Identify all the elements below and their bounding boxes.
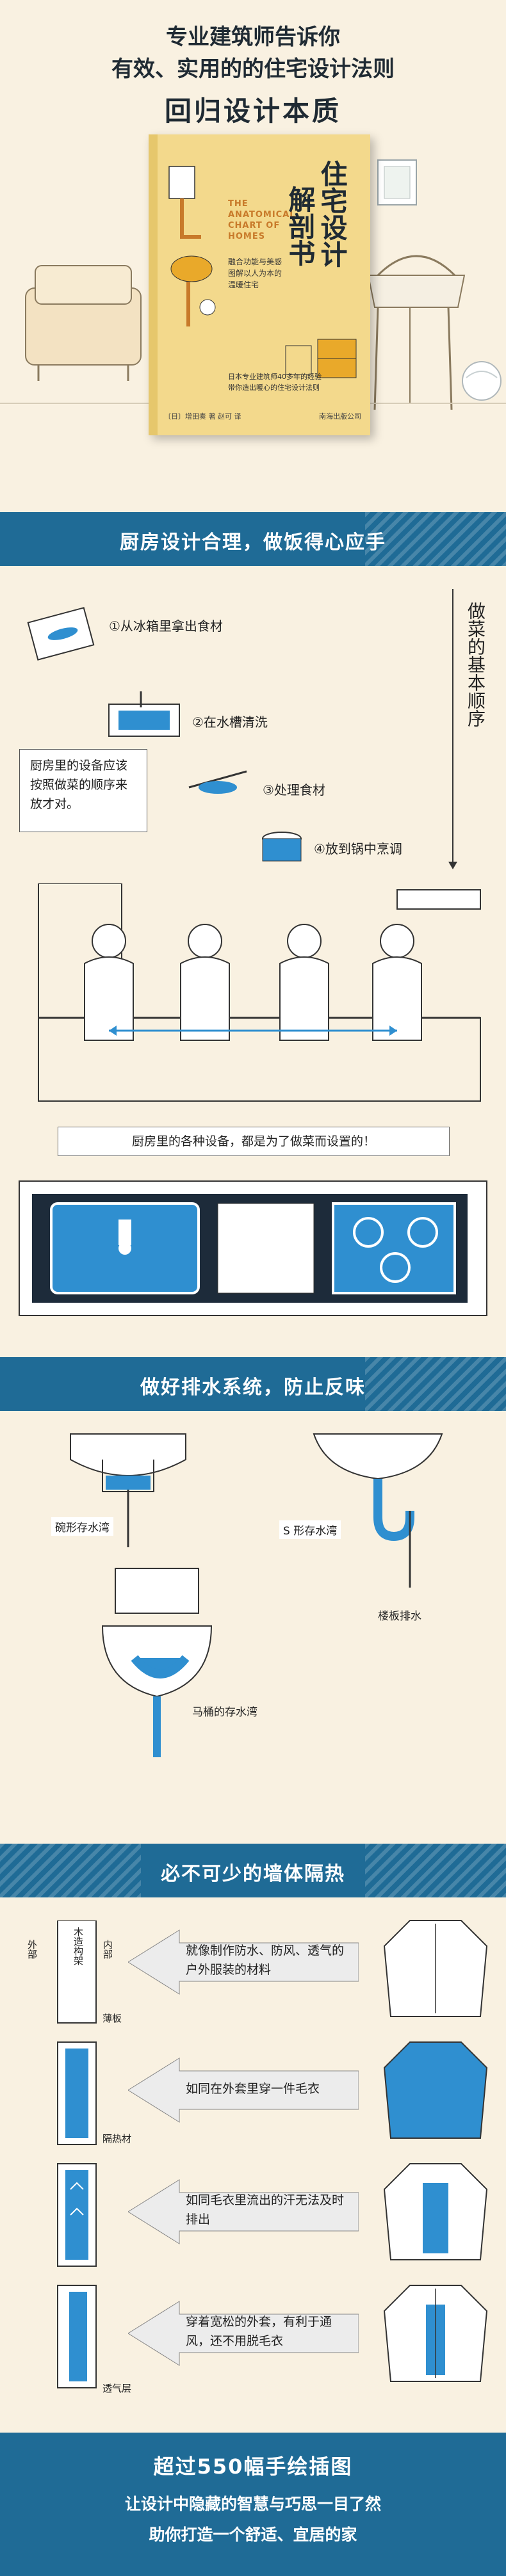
book-tagline: 日本专业建筑师40多年的经验 带你造出暖心的住宅设计法则 xyxy=(228,371,363,393)
sink-illustration xyxy=(108,691,180,737)
wall-diagrams xyxy=(57,1920,97,2388)
book-english-title: THE ANATOMICAL CHART OF HOMES xyxy=(228,199,296,241)
wall-label-insulation: 隔热材 xyxy=(102,2133,132,2145)
wall-label-thin-board: 薄板 xyxy=(102,2013,122,2024)
pot-illustration xyxy=(262,832,302,862)
footer-section: 超过550幅手绘插图 让设计中隐藏的智慧与巧思一目了然 助你打造一个舒适、宜居的… xyxy=(0,2433,506,2576)
top-headline: 回归设计本质 xyxy=(164,95,341,127)
wall-label-vent-layer: 透气层 xyxy=(102,2383,132,2394)
label-bowl-trap: 碗形存水湾 xyxy=(51,1517,113,1536)
kitchen-caption: 厨房里的各种设备，都是为了做菜而设置的！ xyxy=(58,1127,450,1156)
section-header-drainage: 做好排水系统，防止反味 xyxy=(0,1357,506,1411)
footer-headline: 超过550幅手绘插图 xyxy=(153,2454,353,2479)
footer-line-1: 让设计中隐藏的智慧与巧思一目了然 xyxy=(124,2495,381,2513)
book-publisher: 南海出版公司 xyxy=(319,412,361,421)
clothing-illustrations xyxy=(383,1920,488,2382)
step-2: ②在水槽清洗 xyxy=(192,714,268,730)
section-title-kitchen: 厨房设计合理，做饭得心应手 xyxy=(120,531,386,554)
cutting-illustration xyxy=(188,770,247,794)
section-header-insulation: 必不可少的墙体隔热 xyxy=(0,1844,506,1897)
wall-label-outer: 外部 xyxy=(26,1940,38,1959)
insulation-text-2: 如同在外套里穿一件毛衣 xyxy=(186,2082,320,2096)
insulation-arrow-1: 就像制作防水、防风、透气的户外服装的材料 xyxy=(128,1927,359,1997)
section-title-insulation: 必不可少的墙体隔热 xyxy=(161,1863,345,1885)
step-4: ④放到锅中烹调 xyxy=(314,841,402,857)
section-header-kitchen: 厨房设计合理，做饭得心应手 xyxy=(0,512,506,566)
insulation-arrow-2: 如同在外套里穿一件毛衣 xyxy=(128,2055,359,2125)
s-trap-illustration xyxy=(313,1433,443,1588)
top-section: 专业建筑师告诉你 有效、实用的的住宅设计法则 回归设计本质 THE ANATOM… xyxy=(0,0,506,499)
book-authors: 〔日〕增田奏 著 赵可 译 xyxy=(164,412,241,421)
book-furniture-art xyxy=(285,339,357,378)
insulation-text-4: 穿着宽松的外套，有利于通风，还不用脱毛衣 xyxy=(186,2315,332,2348)
room-illustration xyxy=(0,159,506,410)
step-1: ①从冰箱里拿出食材 xyxy=(109,618,223,634)
wall-label-frame: 木造构架 xyxy=(72,1927,84,1965)
book-title-part1: 住宅设计 xyxy=(316,160,348,268)
book-cover-art xyxy=(168,166,216,326)
book-cover: THE ANATOMICAL CHART OF HOMES 住宅设计 解剖书 融… xyxy=(149,134,370,435)
book-blurb-line2: 图解以人为本的 xyxy=(228,269,282,278)
book-blurb-line3: 温暖住宅 xyxy=(228,280,259,289)
insulation-text-3: 如同毛衣里流出的汗无法及时排出 xyxy=(186,2193,345,2226)
label-floor-drain: 楼板排水 xyxy=(378,1610,421,1623)
kitchen-section: ①从冰箱里拿出食材 ②在水槽清洗 ③处理食材 ④放到锅中烹调 做菜的基本顺序 厨… xyxy=(0,576,506,1344)
wall-label-inner: 内部 xyxy=(102,1940,113,1959)
top-line-2: 有效、实用的的住宅设计法则 xyxy=(111,56,395,82)
step-3: ③处理食材 xyxy=(263,782,325,798)
top-line-1: 专业建筑师告诉你 xyxy=(166,24,340,50)
book-blurb: 融合功能与美感 图解以人为本的 温暖住宅 xyxy=(228,256,298,291)
sequence-arrowhead xyxy=(448,862,457,869)
kitchen-note-box: 厨房里的设备应该按照做菜的顺序来放才对。 xyxy=(19,749,147,832)
insulation-section: 外部 木造构架 内部 薄板 隔热材 透气层 就像制作防水、防风、透气的户外服装的… xyxy=(0,1908,506,2407)
fridge-illustration xyxy=(27,607,95,661)
sequence-vertical-text: 做菜的基本顺序 xyxy=(465,602,486,727)
insulation-text-1: 就像制作防水、防风、透气的户外服装的材料 xyxy=(186,1944,345,1977)
book-title-part2: 解剖书 xyxy=(284,186,316,266)
book-tagline-line2: 带你造出暖心的住宅设计法则 xyxy=(228,383,320,392)
footer-line-2: 助你打造一个舒适、宜居的家 xyxy=(149,2525,357,2544)
kitchen-workers-illustration xyxy=(38,883,481,1102)
sequence-arrow xyxy=(452,589,453,864)
label-toilet-trap: 马桶的存水湾 xyxy=(192,1706,257,1719)
kitchen-counter-illustration xyxy=(19,1180,487,1316)
insulation-arrow-3: 如同毛衣里流出的汗无法及时排出 xyxy=(128,2177,359,2247)
insulation-arrow-4: 穿着宽松的外套，有利于通风，还不用脱毛衣 xyxy=(128,2298,359,2369)
book-blurb-line1: 融合功能与美感 xyxy=(228,257,282,266)
bowl-trap-illustration xyxy=(70,1433,186,1547)
label-s-trap: S 形存水湾 xyxy=(279,1520,341,1539)
toilet-trap-illustration xyxy=(101,1568,213,1757)
drainage-section: 碗形存水湾 S 形存水湾 楼板排水 马桶的存水湾 xyxy=(0,1421,506,1856)
book-tagline-line1: 日本专业建筑师40多年的经验 xyxy=(228,373,322,381)
section-title-drainage: 做好排水系统，防止反味 xyxy=(140,1376,366,1399)
